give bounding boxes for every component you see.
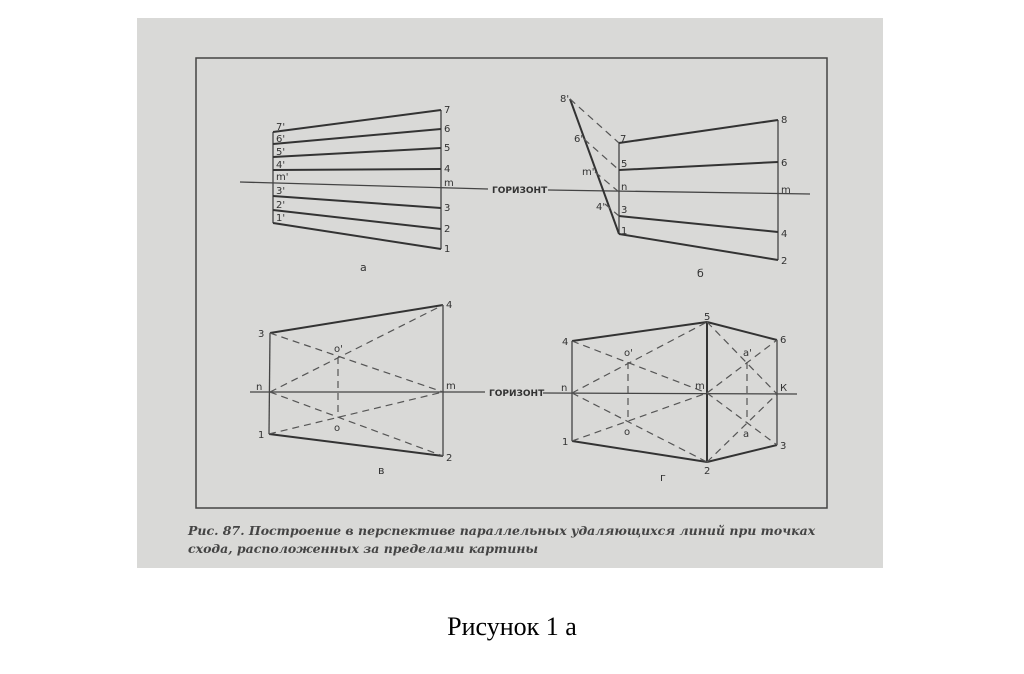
label: o'	[334, 344, 343, 355]
panel-title: а	[360, 261, 367, 274]
label: 5	[621, 159, 627, 170]
photo-background	[137, 18, 883, 568]
label: m	[695, 381, 705, 392]
panel-title: г	[660, 471, 666, 484]
label: a'	[743, 348, 752, 359]
label: 3	[444, 203, 450, 214]
label: 4'	[596, 202, 605, 213]
label: o	[624, 427, 630, 438]
label: 5	[444, 143, 450, 154]
label: 8	[781, 115, 787, 126]
panel-title: б	[697, 267, 704, 280]
label: 3	[780, 441, 786, 452]
label: 1	[258, 430, 264, 441]
label: 6	[781, 158, 787, 169]
label: 3	[258, 329, 264, 340]
label: 3'	[276, 186, 285, 197]
label: n	[561, 383, 567, 394]
label: 2'	[276, 200, 285, 211]
label: 7	[620, 134, 626, 145]
label: 1	[444, 244, 450, 255]
panel-a: 7' 6' 5' 4' m' 3' 2' 1' 7 6 5 4 m 3 2 1 …	[272, 105, 454, 274]
label: 5	[704, 312, 710, 323]
horizon-label-top: ГОРИЗОНТ	[492, 186, 548, 196]
figure-frame	[195, 57, 828, 509]
label: 4	[446, 300, 452, 311]
label: 2	[781, 256, 787, 267]
label: 6'	[574, 134, 583, 145]
label: 6	[444, 124, 450, 135]
panel-title: в	[378, 464, 384, 477]
figure-caption-line1: Рис. 87. Построение в перспективе паралл…	[187, 523, 816, 538]
horizon-label-bottom: ГОРИЗОНТ	[489, 389, 545, 399]
label: 7'	[276, 122, 285, 133]
label: 7	[444, 105, 450, 116]
label: m'	[582, 167, 595, 178]
label: m	[446, 381, 456, 392]
label: 3	[621, 205, 627, 216]
label: 6	[780, 335, 786, 346]
label: 1	[562, 437, 568, 448]
label: n	[621, 182, 627, 193]
figure-caption-line2: схода, расположенных за пределами картин…	[188, 541, 538, 556]
label: 2	[446, 453, 452, 464]
label: m	[781, 185, 791, 196]
label: 4	[562, 337, 568, 348]
label: m'	[276, 172, 289, 183]
label: 4	[781, 229, 787, 240]
label: 4'	[276, 160, 285, 171]
label: n	[256, 382, 262, 393]
label: o	[334, 423, 340, 434]
label: 2	[704, 466, 710, 477]
label: К	[780, 383, 787, 394]
label: m	[444, 178, 454, 189]
label: 8'	[560, 94, 569, 105]
panel-g: 4 5 6 n m К 1 2 3 o' o a' a г	[561, 312, 787, 484]
label: 5'	[276, 147, 285, 158]
label: o'	[624, 348, 633, 359]
page-caption: Рисунок 1 а	[447, 612, 577, 641]
label: 2	[444, 224, 450, 235]
label: 4	[444, 164, 450, 175]
panel-b: 8' 6' m' 4' 7 5 n 3 1 8 6 m 4 2 б	[560, 94, 791, 280]
label: 6'	[276, 134, 285, 145]
label: a	[743, 429, 749, 440]
label: 1'	[276, 213, 285, 224]
panel-v: 3 4 n m 1 2 o' o в	[256, 300, 456, 477]
horizon-line	[239, 181, 811, 395]
label: 1	[621, 226, 627, 237]
